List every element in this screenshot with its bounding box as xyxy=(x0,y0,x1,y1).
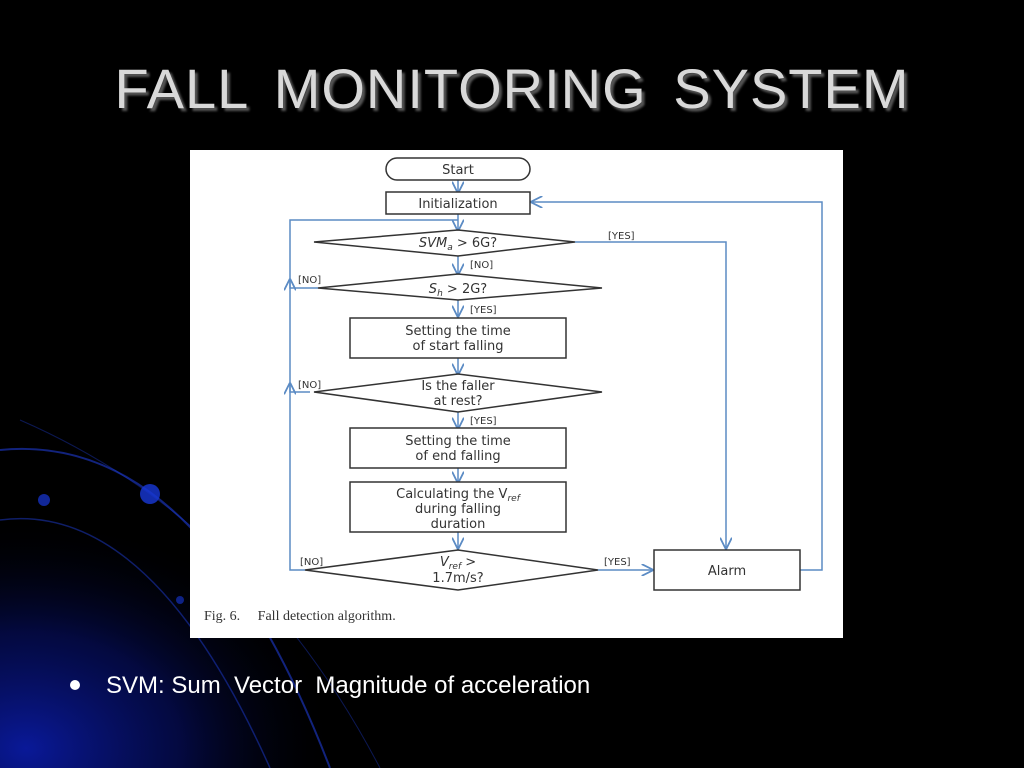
init-box xyxy=(385,191,531,215)
decision-svm xyxy=(313,229,576,257)
no-label-2: [NO] xyxy=(298,275,321,286)
box-start-falling-line2: of start falling xyxy=(413,339,504,354)
decision-vref xyxy=(304,549,599,591)
box-start-falling-line1: Setting the time xyxy=(405,324,511,339)
yes-label-3: [YES] xyxy=(470,416,497,427)
box-calc-vref xyxy=(349,481,567,533)
flow-connectors xyxy=(290,180,823,570)
init-label: Initialization xyxy=(418,197,497,212)
decision-vref-line1: Vref > xyxy=(440,555,476,572)
figure-caption: Fig. 6. Fall detection algorithm. xyxy=(204,609,396,624)
box-end-falling xyxy=(349,427,567,469)
no-label-1: [NO] xyxy=(470,260,493,271)
box-end-falling-line2: of end falling xyxy=(415,449,500,464)
no-label-4: [NO] xyxy=(300,557,323,568)
decision-rest-line2: at rest? xyxy=(433,394,482,409)
box-end-falling-line1: Setting the time xyxy=(405,434,511,449)
bullet-item: SVM: Sum Vector Magnitude of acceleratio… xyxy=(70,672,590,700)
decision-sh-label: Sh > 2G? xyxy=(429,282,487,299)
decision-svm-label: SVMa > 6G? xyxy=(419,236,497,253)
decision-rest xyxy=(313,373,603,413)
flowchart-diagram: Start Initialization SVMa > 6G? [YES] [N… xyxy=(204,157,823,624)
slide-title: FALL MONITORING SYSTEM xyxy=(114,57,910,120)
yes-label-2: [YES] xyxy=(470,305,497,316)
bullet-text: SVM: Sum Vector Magnitude of acceleratio… xyxy=(106,672,591,699)
no-label-3: [NO] xyxy=(298,380,321,391)
start-terminal xyxy=(385,157,531,181)
bullet-dot-icon xyxy=(70,679,80,690)
box-calc-vref-line2: during falling xyxy=(415,502,501,517)
box-calc-vref-line3: duration xyxy=(431,517,486,532)
flowchart-figure: Start Initialization SVMa > 6G? [YES] [N… xyxy=(190,150,843,638)
decision-rest-line1: Is the faller xyxy=(421,379,495,394)
box-calc-vref-line1: Calculating the Vref xyxy=(396,487,522,504)
alarm-box xyxy=(653,549,801,591)
box-start-falling xyxy=(349,317,567,359)
yes-label-1: [YES] xyxy=(608,231,635,242)
alarm-label: Alarm xyxy=(708,564,746,579)
start-label: Start xyxy=(442,163,474,178)
decision-sh xyxy=(317,273,603,301)
decision-vref-line2: 1.7m/s? xyxy=(432,571,483,586)
yes-label-4: [YES] xyxy=(604,557,631,568)
